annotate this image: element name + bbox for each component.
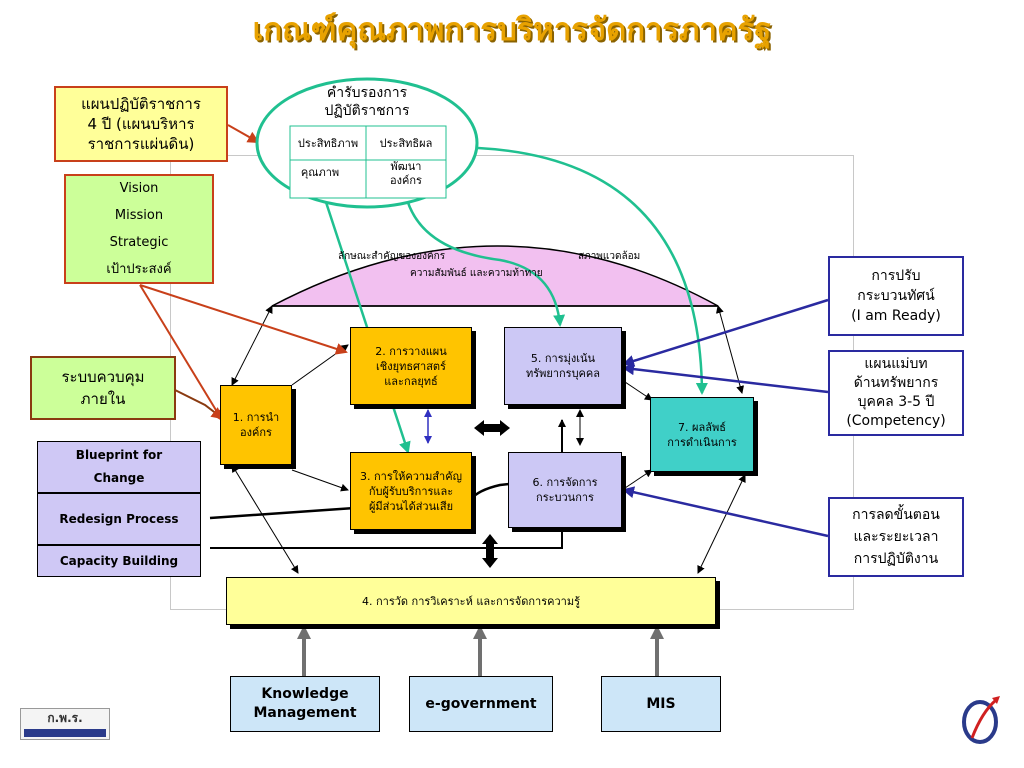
double-arrow-vertical bbox=[482, 534, 498, 568]
pledge-cell-development: พัฒนาองค์กร bbox=[390, 160, 422, 187]
arrow-c7-to-c4 bbox=[697, 474, 746, 574]
category-6-process-management: 6. การจัดการกระบวนการ bbox=[508, 452, 622, 528]
arrow-profile-to-c1 bbox=[231, 305, 273, 386]
opdc-logo: ก.พ.ร. bbox=[20, 708, 110, 740]
category-4-measurement: 4. การวัด การวิเคราะห์ และการจัดการความร… bbox=[226, 577, 716, 625]
mis-box: MIS bbox=[601, 676, 721, 732]
capacity-box: Capacity Building bbox=[37, 545, 201, 577]
ready-box: การปรับกระบวนทัศน์(I am Ready) bbox=[828, 256, 964, 336]
arrow-pledge-to-c3 bbox=[320, 189, 411, 454]
pledge-cell-effectiveness: ประสิทธิผล bbox=[379, 137, 433, 150]
arrow-vision-to-c1 bbox=[139, 284, 224, 422]
arrow-reduce-to-c6 bbox=[622, 486, 829, 538]
category-2-strategic-planning: 2. การวางแผนเชิงยุทธศาสตร์และกลยุทธ์ bbox=[350, 327, 472, 405]
hr-master-plan-box: แผนแม่บทด้านทรัพยากรบุคคล 3-5 ปี(Compete… bbox=[828, 350, 964, 436]
profile-label-bottom: ความสัมพันธ์ และความท้าทาย bbox=[410, 268, 543, 279]
arrow-pledge-to-c5 bbox=[404, 195, 566, 327]
opdc-logo-text: ก.พ.ร. bbox=[47, 711, 83, 725]
profile-label-right: สภาพแวดล้อม bbox=[578, 251, 641, 262]
profile-label-left: ลักษณะสำคัญขององค์กร bbox=[338, 251, 446, 262]
pledge-title: คำรับรองการปฏิบัติราชการ bbox=[324, 85, 410, 119]
pledge-table bbox=[289, 125, 447, 199]
double-arrow-horizontal bbox=[474, 420, 510, 436]
profile-dome bbox=[271, 245, 719, 307]
category-1-leadership: 1. การนำองค์กร bbox=[220, 385, 292, 465]
pledge-cell-efficiency: ประสิทธิภาพ bbox=[297, 137, 359, 150]
arrow-c6-to-c7 bbox=[621, 469, 653, 491]
page-title: เกณฑ์คุณภาพการบริหารจัดการภาครัฐ bbox=[252, 12, 772, 48]
arrow-c1-to-c3 bbox=[291, 469, 349, 492]
category-3-customer-focus: 3. การให้ความสำคัญกับผู้รับบริการและผู้ม… bbox=[350, 452, 472, 530]
arrow-vision-to-c2 bbox=[139, 284, 348, 355]
arrow-c5-to-c7 bbox=[621, 379, 653, 401]
arrow-plan-to-pledge bbox=[227, 124, 260, 143]
arrow-c1-to-c2 bbox=[291, 344, 349, 386]
arrow-hr-to-c5 bbox=[622, 363, 829, 394]
e-government-box: e-government bbox=[409, 676, 553, 732]
category-7-results: 7. ผลลัพธ์การดำเนินการ bbox=[650, 397, 754, 472]
arrow-control-to-c1 bbox=[174, 389, 224, 420]
redesign-box: Redesign Process bbox=[37, 493, 201, 545]
arrow-pledge-to-c7 bbox=[477, 146, 708, 395]
arrow-c1-to-c4 bbox=[231, 464, 299, 574]
arrow-profile-to-c7 bbox=[716, 305, 744, 394]
category-5-workforce-focus: 5. การมุ่งเน้นทรัพยากรบุคคล bbox=[504, 327, 622, 405]
control-box: ระบบควบคุมภายใน bbox=[30, 356, 176, 420]
reduce-steps-box: การลดขั้นตอนและระยะเวลาการปฏิบัติงาน bbox=[828, 497, 964, 577]
pledge-cell-quality: คุณภาพ bbox=[300, 166, 340, 179]
arrow-ready-to-c5 bbox=[622, 298, 829, 367]
